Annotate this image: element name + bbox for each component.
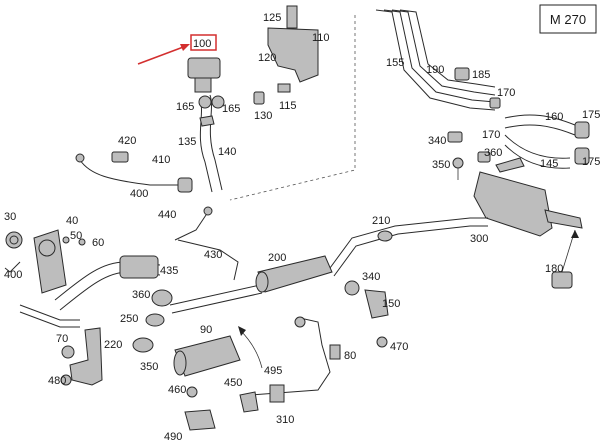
part-label: 340: [428, 135, 446, 147]
part-label: 220: [104, 339, 122, 351]
part-label: 170: [497, 87, 515, 99]
tail-pipe-part: [551, 229, 579, 289]
part-label: 70: [56, 333, 68, 345]
part-label: 90: [200, 324, 212, 336]
arrow-450-part: [238, 326, 263, 369]
part-labels: 125 100 110 120 115 165 165 130 135 140 155 190 185 1…: [4, 12, 600, 443]
part-label: 80: [344, 350, 356, 362]
part-label: 175: [582, 109, 600, 121]
part-label: 430: [204, 249, 222, 261]
sensor-lines-part: [4, 153, 341, 396]
part-label: 185: [472, 69, 490, 81]
part-label: 100: [193, 38, 211, 50]
pipe-bundle-part: [375, 9, 496, 111]
part-label: 130: [254, 110, 272, 122]
part-label: 310: [276, 414, 294, 426]
part-label: 60: [92, 237, 104, 249]
catalytic-converter-part: [33, 229, 67, 294]
part-label: 300: [470, 233, 488, 245]
part-label: 200: [268, 252, 286, 264]
part-label: 400: [130, 188, 148, 200]
part-label: 50: [70, 230, 82, 242]
part-label: 180: [545, 263, 563, 275]
bracket-left-part: [60, 327, 103, 386]
part-label: 30: [4, 211, 16, 223]
bracket-part: [267, 5, 319, 83]
part-label: 165: [176, 101, 194, 113]
rubber-mount-part: [364, 289, 389, 348]
part-label: 175: [582, 156, 600, 168]
hose-part: [199, 94, 223, 193]
small-bracket-part: [184, 384, 285, 431]
small-clamps-part: [447, 67, 501, 163]
part-label: 40: [66, 215, 78, 227]
part-label: 440: [158, 209, 176, 221]
part-label: 470: [390, 341, 408, 353]
highlight-box: [190, 34, 217, 51]
part-label: 490: [164, 431, 182, 443]
part-label: 360: [484, 147, 502, 159]
part-label: 150: [382, 298, 400, 310]
part-label: 450: [224, 377, 242, 389]
part-label: 410: [152, 154, 170, 166]
part-label: 160: [545, 111, 563, 123]
front-pipe-part: [19, 255, 161, 328]
clamp-ring-part: [132, 230, 393, 353]
part-label: 125: [263, 12, 281, 24]
part-label: 110: [312, 32, 330, 44]
particulate-filter-part: [173, 335, 241, 377]
part-label: 165: [222, 103, 240, 115]
hose-right-part: [504, 114, 590, 169]
part-label: 145: [540, 158, 558, 170]
part-label: 350: [432, 159, 450, 171]
pressure-sensor-part: [187, 57, 221, 93]
part-label: 350: [140, 361, 158, 373]
part-label: 155: [386, 57, 404, 69]
part-label: 120: [258, 52, 276, 64]
dashed-link-upper: [229, 15, 356, 201]
part-label: 420: [118, 135, 136, 147]
part-label: 400: [4, 269, 22, 281]
bolt-part: [452, 157, 464, 180]
clips-part: [198, 83, 291, 109]
part-label: 250: [120, 313, 138, 325]
model-box: [539, 4, 597, 34]
highlight-arrow-head: [180, 44, 190, 51]
sensor-410-part: [111, 151, 193, 193]
part-label: 170: [482, 129, 500, 141]
center-muffler-part: [255, 255, 333, 293]
part-label: 460: [168, 384, 186, 396]
middle-pipe-part: [169, 217, 488, 314]
highlight-arrow-shaft: [137, 45, 187, 65]
part-label: 340: [362, 271, 380, 283]
rear-muffler-part: [473, 157, 583, 237]
part-label: 135: [178, 136, 196, 148]
part-label: 435: [160, 265, 178, 277]
part-label: 190: [426, 64, 444, 76]
part-label: 115: [279, 100, 297, 112]
part-label: 360: [132, 289, 150, 301]
part-label: 495: [264, 365, 282, 377]
part-label: 210: [372, 215, 390, 227]
gasket-part: [5, 231, 86, 249]
model-label: M 270: [550, 12, 586, 27]
part-label: 480: [48, 375, 66, 387]
part-label: 140: [218, 146, 236, 158]
